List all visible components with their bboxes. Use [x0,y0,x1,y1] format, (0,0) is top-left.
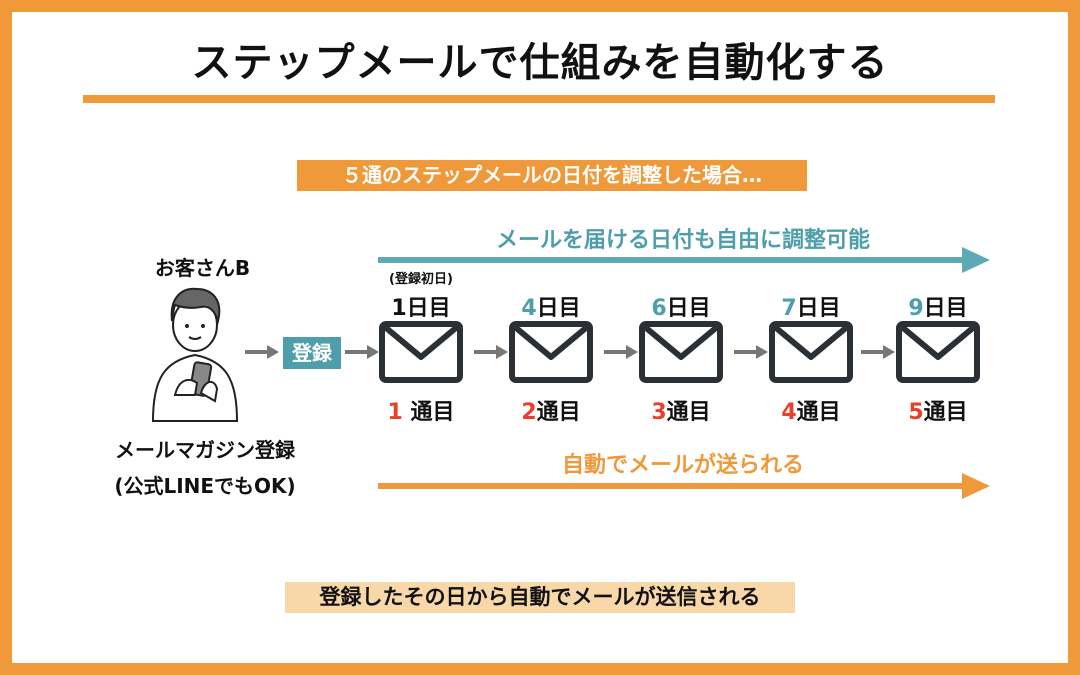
register-badge: 登録 [283,337,341,369]
arrow-right-icon [345,345,379,359]
first-day-note: (登録初日) [389,272,453,287]
person-with-phone-icon [151,287,239,422]
customer-label: お客さんB [154,256,251,280]
envelope-icon [639,321,723,383]
teal-timeline-arrow-icon [378,247,990,273]
adjustable-dates-text: メールを届ける日付も自由に調整可能 [495,228,870,253]
arrow-right-icon [861,345,895,359]
email-count-label: 4通目 [781,400,841,425]
email-day-label: 7日目 [781,296,841,321]
arrow-right-icon [604,345,638,359]
page-title: ステップメールで仕組みを自動化する [191,40,889,86]
envelope-icon [769,321,853,383]
title-underline [83,95,995,103]
arrow-right-icon [734,345,768,359]
email-day-label: 6日目 [651,296,711,321]
orange-timeline-arrow-icon [378,473,990,499]
email-count-label: 5通目 [908,400,968,425]
auto-send-text: 自動でメールが送られる [561,453,804,478]
footer-highlight: 登録したその日から自動でメールが送信される [285,582,795,613]
email-day-label: 1日目 [391,296,451,321]
email-count-label: 3通目 [651,400,711,425]
arrow-right-icon [474,345,508,359]
envelope-icon [379,321,463,383]
envelope-icon [509,321,593,383]
email-count-label: 2通目 [521,400,581,425]
email-count-label: 1 通目 [387,400,455,425]
arrow-right-icon [245,345,279,359]
envelope-icon [896,321,980,383]
email-day-label: 9日目 [908,296,968,321]
register-caption-2: (公式LINEでもOK) [114,474,296,498]
scenario-label: ５通のステップメールの日付を調整した場合… [297,160,807,191]
register-caption-1: メールマガジン登録 [115,438,295,462]
email-day-label: 4日目 [521,296,581,321]
